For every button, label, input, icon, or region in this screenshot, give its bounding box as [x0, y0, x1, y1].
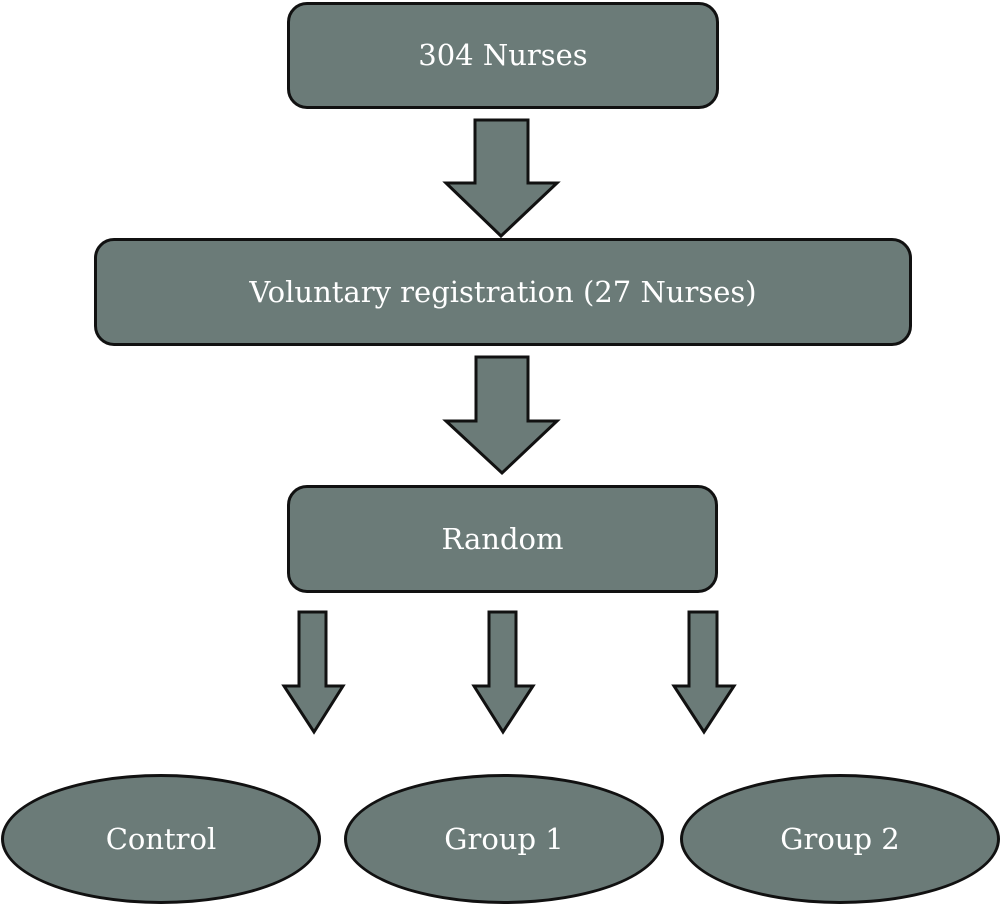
node-control-label: Control	[105, 821, 217, 856]
node-304-nurses: 304 Nurses	[287, 2, 719, 109]
node-group-2: Group 2	[680, 774, 1000, 904]
node-control: Control	[1, 774, 321, 904]
node-random-label: Random	[441, 521, 564, 556]
node-random: Random	[287, 485, 718, 593]
arrow-nurses-to-registration	[442, 118, 561, 239]
node-304-nurses-label: 304 Nurses	[418, 38, 588, 72]
arrow-random-to-control	[281, 610, 346, 735]
arrow-registration-to-random	[442, 355, 561, 476]
arrow-random-to-group2	[671, 610, 737, 735]
node-group-1-label: Group 1	[444, 821, 564, 856]
arrow-random-to-group1	[471, 610, 536, 735]
node-group-1: Group 1	[344, 774, 664, 904]
node-group-2-label: Group 2	[780, 821, 900, 856]
node-voluntary-registration: Voluntary registration (27 Nurses)	[94, 238, 912, 346]
node-voluntary-registration-label: Voluntary registration (27 Nurses)	[249, 274, 757, 309]
